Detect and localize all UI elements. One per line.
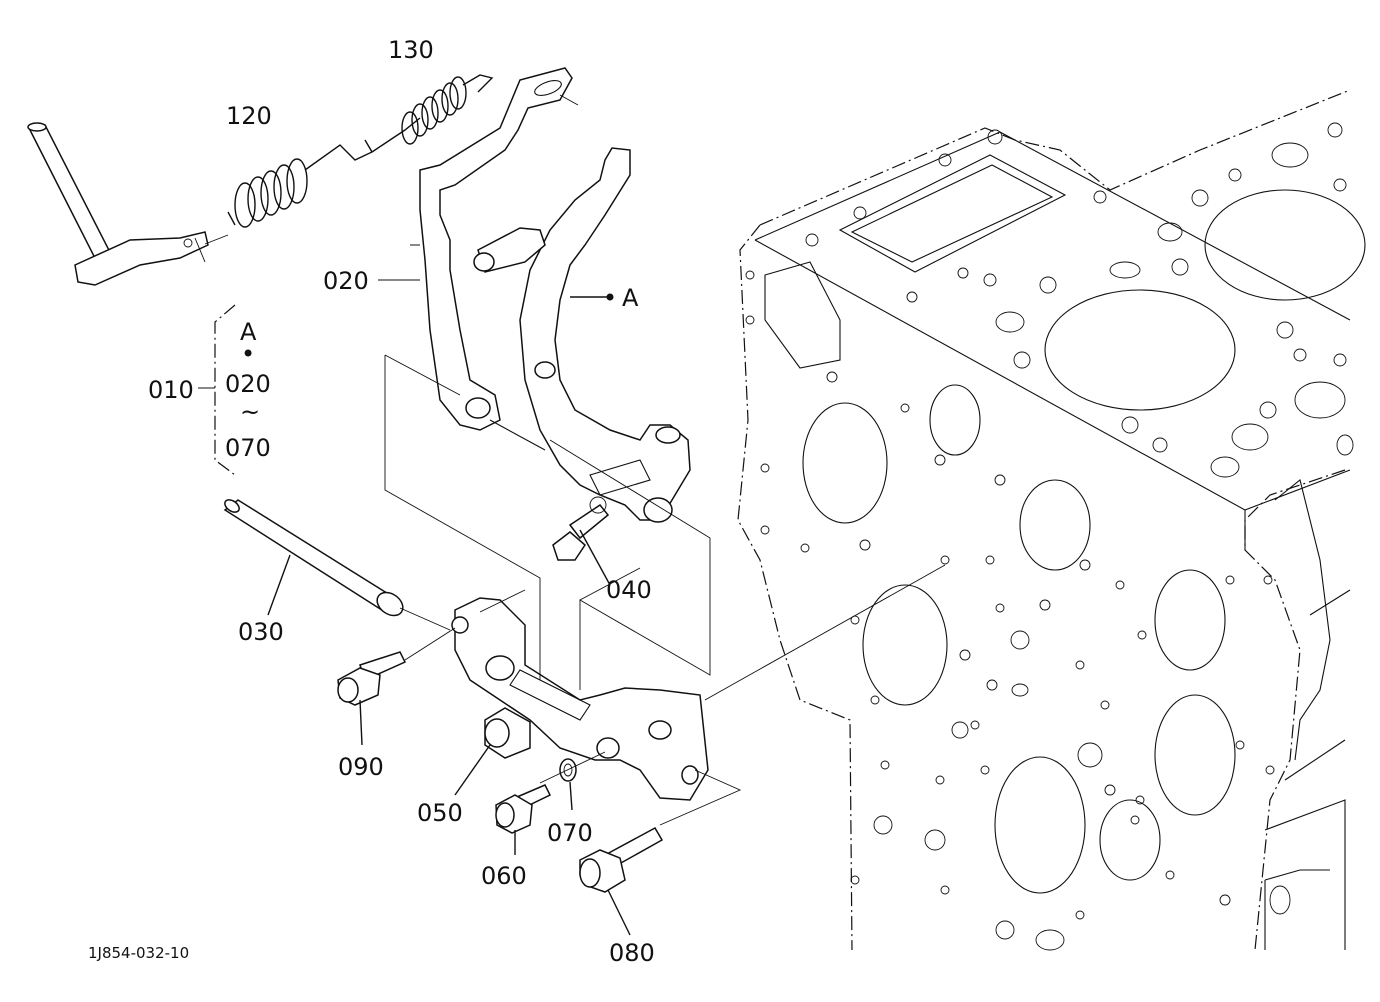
group-item-020: 020 [225,370,271,398]
group-item-dot: • [241,340,255,368]
label-120: 120 [226,102,272,130]
governor-shaft-lever [27,122,209,286]
label-030: 030 [238,618,284,646]
label-060: 060 [481,862,527,890]
group-bracket [214,304,236,476]
label-010: 010 [148,376,194,404]
group-item-tilde: ~ [240,398,260,426]
label-080: 080 [609,939,655,967]
spring-120 [227,139,373,228]
bolt-080 [579,826,664,936]
label-050: 050 [417,799,463,827]
spring-130 [371,74,494,153]
fork-lever-a [473,147,691,523]
label-130: 130 [388,36,434,64]
fork-lever-020 [419,67,579,431]
bolt-090 [337,651,407,746]
bolt-060 [495,784,552,855]
bolt-040 [552,496,611,586]
engine-block [737,89,1366,951]
label-040: 040 [606,576,652,604]
label-090: 090 [338,753,384,781]
assembly-lines [204,139,946,826]
label-a-callout: A [622,284,639,312]
group-item-a: A [240,318,257,346]
label-070: 070 [547,819,593,847]
label-020: 020 [323,267,369,295]
pin-030 [223,499,404,617]
group-item-070: 070 [225,434,271,462]
reference-code: 1J854-032-10 [88,944,189,962]
